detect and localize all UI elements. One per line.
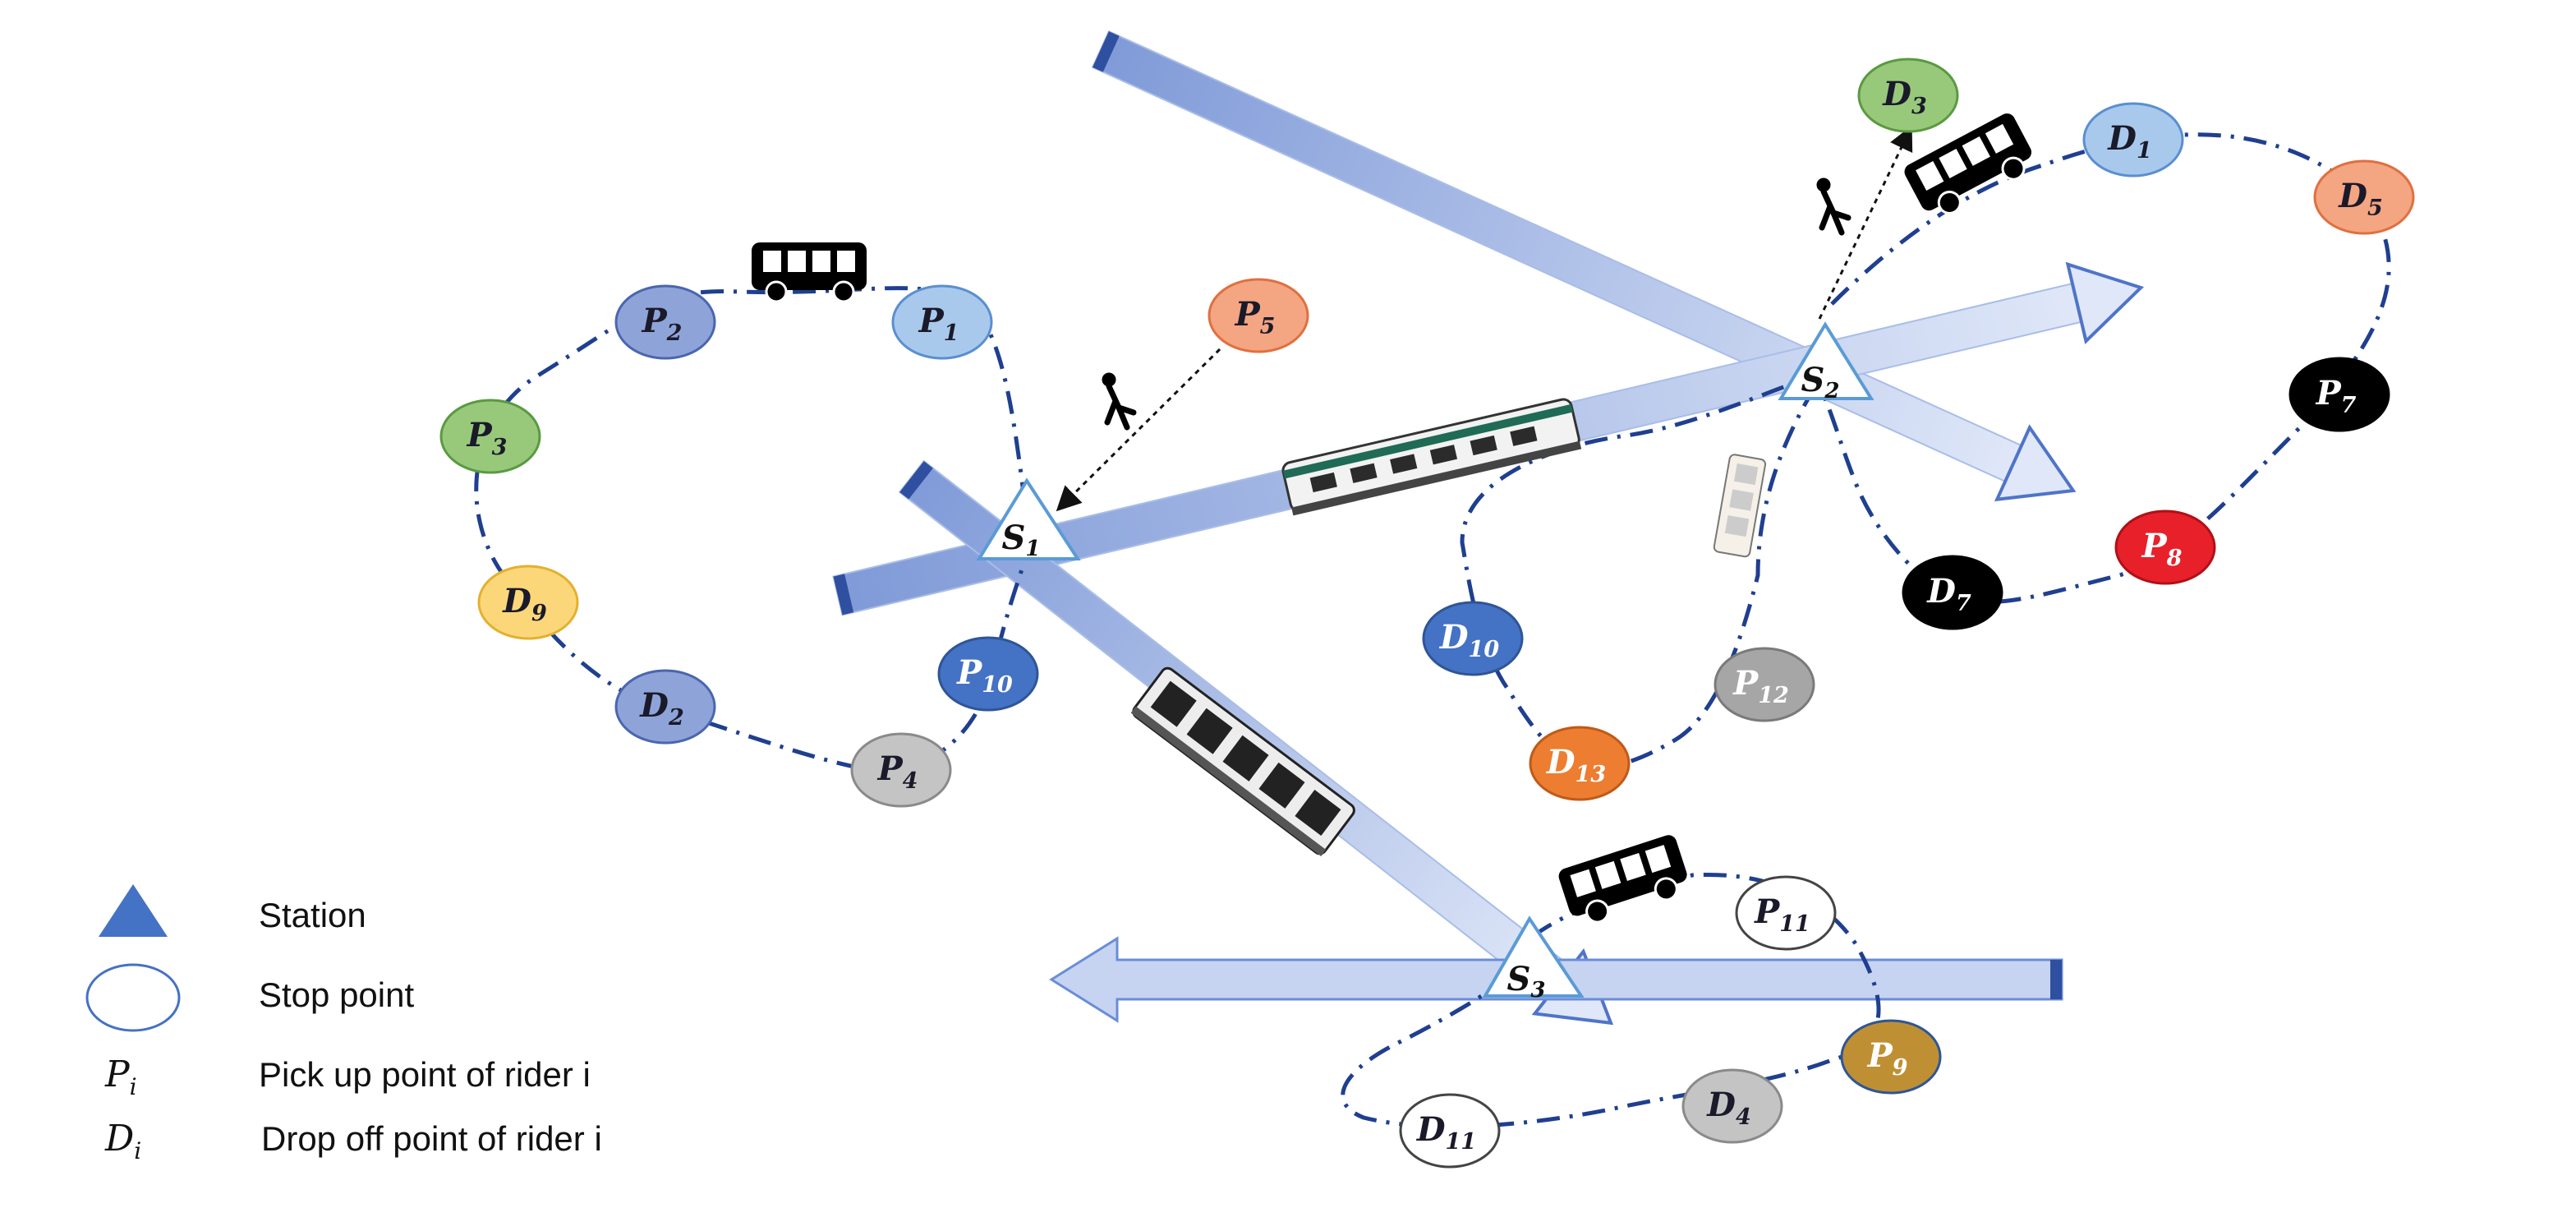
stop-p2: P2 — [614, 284, 716, 360]
stop-circle — [1681, 1068, 1783, 1144]
pedestrian-icon — [1102, 372, 1137, 431]
stop-p3: P3 — [439, 399, 541, 474]
stop-circle — [937, 636, 1039, 712]
stop-label: D3 — [1882, 75, 1926, 119]
stop-p1: P1 — [891, 284, 993, 360]
stop-circle — [850, 732, 952, 808]
stop-circle — [477, 565, 579, 640]
stop-d13: D13 — [1529, 726, 1631, 801]
stop-circle — [891, 284, 993, 360]
legend-pickup-label: Pick up point of rider i — [259, 1055, 591, 1094]
route-right-loop — [1817, 132, 2391, 605]
walk-arrows — [1056, 125, 1913, 512]
stop-label: P1 — [918, 302, 959, 346]
stop-circle — [2288, 357, 2390, 432]
legend-dropoff-label: Drop off point of rider i — [261, 1119, 602, 1158]
walk-arrow-p5-s1 — [1056, 348, 1221, 512]
stop-label: P4 — [877, 749, 918, 794]
stop-d1: D1 — [2082, 102, 2184, 178]
bus-icon — [752, 242, 867, 303]
pedestrian-icon — [1816, 178, 1852, 236]
stop-label: P3 — [467, 416, 508, 460]
stop-p4: P4 — [850, 732, 952, 808]
stop-p5: P5 — [1208, 278, 1309, 353]
stop-circle — [614, 669, 716, 745]
legend-stop-icon — [85, 963, 181, 1032]
stop-circle — [1857, 58, 1959, 133]
stop-circle — [1735, 875, 1837, 951]
legend-station-label: Station — [259, 896, 366, 934]
stop-d3: D3 — [1857, 58, 1959, 133]
stop-p9: P9 — [1840, 1019, 1942, 1095]
stop-circle — [439, 399, 541, 474]
stop-p10: P10 — [937, 636, 1039, 712]
stop-label: D5 — [2338, 177, 2382, 221]
stop-d9: D9 — [477, 565, 579, 640]
station-s2: S2 — [1778, 321, 1874, 403]
stop-circle — [614, 284, 716, 360]
stop-label: D11 — [1416, 1110, 1476, 1155]
stop-label: P10 — [956, 653, 1013, 698]
stop-d5: D5 — [2313, 159, 2415, 235]
stop-label: D7 — [1926, 572, 1971, 616]
stop-circle — [1902, 555, 2003, 630]
train-icon — [1130, 666, 1355, 857]
stop-d4: D4 — [1681, 1068, 1783, 1144]
stop-d10: D10 — [1422, 601, 1524, 676]
stop-circle — [1422, 601, 1524, 676]
stop-label: D4 — [1706, 1086, 1750, 1130]
stop-d2: D2 — [614, 669, 716, 745]
stop-p7: P7 — [2288, 357, 2390, 432]
legend-stop-label: Stop point — [259, 975, 414, 1014]
station-s3: S3 — [1482, 915, 1585, 1003]
stop-circle — [1714, 647, 1815, 722]
stop-circle — [2313, 159, 2415, 235]
stop-p11: P11 — [1735, 875, 1837, 951]
legend-dropoff-symbol: Di — [104, 1118, 141, 1164]
legend-pickup-symbol: Pi — [104, 1054, 137, 1100]
route-middle-loop — [1460, 376, 1818, 770]
stop-label: D9 — [502, 582, 547, 626]
stop-circle — [1529, 726, 1631, 801]
train-icon — [1713, 454, 1767, 558]
stop-circle — [1208, 278, 1309, 353]
stop-label: P2 — [642, 302, 683, 346]
walk-arrow-s2-d3 — [1818, 125, 1913, 320]
stop-label: D2 — [639, 686, 683, 731]
station-s1: S1 — [976, 477, 1081, 561]
stop-p8: P8 — [2114, 509, 2216, 585]
stop-circle — [2114, 509, 2216, 585]
stop-circle — [1840, 1019, 1942, 1095]
stop-circle — [1399, 1093, 1501, 1169]
stop-label: P8 — [2141, 527, 2183, 571]
stop-d11: D11 — [1399, 1093, 1501, 1169]
stop-label: P11 — [1754, 892, 1810, 937]
stop-label: D10 — [1439, 618, 1499, 662]
svg-text:S3: S3 — [1507, 960, 1546, 1003]
stop-p12: P12 — [1714, 647, 1815, 722]
svg-text:S2: S2 — [1801, 361, 1840, 403]
stop-d7: D7 — [1902, 555, 2003, 630]
stop-label: D1 — [2107, 119, 2151, 164]
stop-label: P9 — [1867, 1036, 1908, 1081]
stop-label: P7 — [2316, 374, 2357, 418]
svg-text:S1: S1 — [1002, 519, 1041, 561]
stop-label: P5 — [1235, 295, 1276, 339]
legend-station-icon — [99, 884, 168, 937]
bus-icon — [1558, 835, 1687, 924]
stop-label: D13 — [1546, 743, 1606, 787]
stop-circle — [2082, 102, 2184, 178]
bus-icon — [1904, 113, 2032, 214]
legend: Station Stop point Pi Pick up point of r… — [85, 884, 602, 1164]
stop-label: P12 — [1732, 664, 1789, 708]
train-icon — [1281, 398, 1582, 516]
